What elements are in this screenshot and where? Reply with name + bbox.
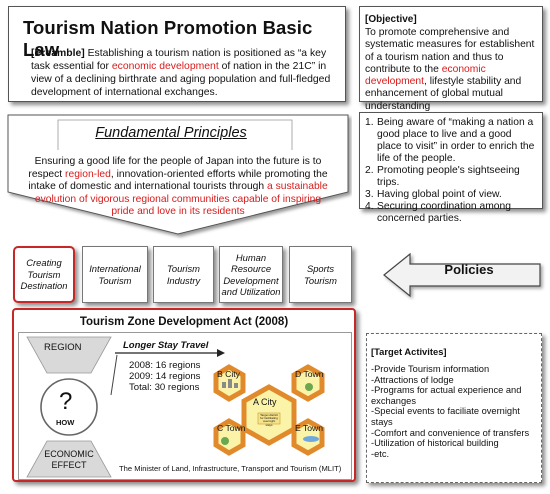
objective-highlight: economic development <box>365 63 486 88</box>
tree-icon <box>305 383 313 391</box>
building-icon <box>222 382 226 388</box>
list-item: -Utilization of historical building <box>371 438 499 449</box>
target-heading: [Target Activites] <box>371 346 447 357</box>
principles-highlight-2: a sustainable evolution of vigorous regi… <box>34 181 328 218</box>
zone-diagram: REGION ? HOW ECONOMIC EFFECT Longer Stay… <box>18 332 352 480</box>
list-number: 1. <box>365 117 374 128</box>
list-text: Having global point of view. <box>377 189 502 200</box>
target-activities-box: [Target Activites] -Provide Tourism info… <box>366 333 542 483</box>
preamble-part1: Establishing a tourism nation is positio… <box>31 48 327 72</box>
lake-icon <box>303 436 319 442</box>
list-item: -Comfort and convenience of transfers <box>371 427 530 438</box>
e-town-label: E Town <box>295 423 324 433</box>
economic-effect-label: ECONOMIC EFFECT <box>44 449 94 470</box>
list-number: 2. <box>365 165 374 176</box>
list-item: -Provide Tourism information <box>371 364 490 374</box>
policy-international-tourism: International Tourism <box>82 246 148 303</box>
list-text: Being aware of “making a nation a good p… <box>377 117 535 164</box>
objective-part2: , lifestyle stability and enhancement of… <box>365 76 522 112</box>
list-number: 3. <box>365 189 374 200</box>
principles-highlight-1: region-led <box>65 168 111 180</box>
target-note-text: Target district for facilitating overnig… <box>260 413 278 427</box>
region-label: REGION <box>44 342 82 353</box>
objective-part1: To promote comprehensive and systematic … <box>365 27 535 75</box>
list-number: 4. <box>365 201 374 212</box>
preamble-label: [Preamble] <box>31 48 85 59</box>
arrow-head-icon <box>217 349 225 357</box>
policy-creating-tourism-destination: Creating Tourism Destination <box>13 246 75 303</box>
zone-title: Tourism Zone Development Act (2008) <box>79 316 289 328</box>
policy-human-resource: Human Resource Development and Utilizati… <box>219 246 283 303</box>
title-frame <box>57 119 293 150</box>
list-text: Promoting people's sightseeing trips. <box>377 165 520 188</box>
list-item: 1.Being aware of “making a nation a good… <box>365 117 538 165</box>
principles-text: Ensuring a good life for the people of J… <box>28 156 328 219</box>
stat-total: Total: 30 regions <box>129 382 200 393</box>
list-item: -Special events to faciliate overnight s… <box>371 406 520 427</box>
policies-label: Policies <box>444 262 494 277</box>
question-mark: ? <box>59 388 73 415</box>
hex-d-town <box>291 364 325 402</box>
principles-part1: Ensuring a good life for the people of J… <box>28 156 322 180</box>
b-city-label: B City <box>217 369 240 379</box>
list-item: -etc. <box>371 448 390 459</box>
list-item: -Programs for actual experience and exch… <box>371 385 522 406</box>
principles-list-box: 1.Being aware of “making a nation a good… <box>359 112 543 224</box>
stat-2009: 2009: 14 regions <box>129 371 201 382</box>
target-note-box <box>257 412 281 425</box>
building-icon <box>234 383 238 388</box>
objective-box: [Objective] To promote comprehensive and… <box>359 6 543 112</box>
region-trapezoid <box>26 336 112 374</box>
preamble-highlight: economic development <box>111 61 219 72</box>
c-town-label: C Town <box>217 423 246 433</box>
tree-icon <box>221 437 229 445</box>
pentagon-shape <box>7 114 349 235</box>
effect-trapezoid <box>26 440 112 478</box>
principles-title: Fundamental Principles <box>95 125 247 141</box>
principles-shape <box>7 114 349 235</box>
building-icon <box>228 379 232 388</box>
hex-cluster <box>213 364 325 456</box>
policy-tourism-industry: Tourism Industry <box>153 246 214 303</box>
list-item: -Attractions of lodge <box>371 374 454 385</box>
list-text: Securing coordination among concerned pa… <box>377 201 511 224</box>
law-title: Tourism Nation Promotion Basic Law <box>23 17 313 60</box>
principles-list: 1.Being aware of “making a nation a good… <box>360 113 542 225</box>
how-circle <box>40 378 98 436</box>
list-item: 3.Having global point of view. <box>365 189 538 201</box>
zone-graphic <box>26 336 325 478</box>
objective-text: To promote comprehensive and systematic … <box>365 27 543 113</box>
list-item: 2.Promoting people's sightseeing trips. <box>365 165 538 189</box>
list-item: 4.Securing coordination among concerned … <box>365 201 538 225</box>
objective-heading: [Objective] <box>365 14 417 25</box>
preamble-text: [Preamble] Establishing a tourism nation… <box>31 47 339 99</box>
a-city-label: A City <box>253 397 277 407</box>
d-town-label: D Town <box>295 369 324 379</box>
left-arrow-icon <box>383 252 541 298</box>
stats-connector <box>110 354 118 396</box>
ministry-label: The Minister of Land, Infrastructure, Tr… <box>119 464 342 473</box>
preamble-part2: of nation in the 21C” in view of a decli… <box>31 61 331 98</box>
law-box: Tourism Nation Promotion Basic Law [Prea… <box>8 6 346 102</box>
tourism-zone-box: Tourism Zone Development Act (2008) <box>12 308 356 482</box>
target-list: -Provide Tourism information -Attraction… <box>371 364 541 459</box>
policy-sports-tourism: Sports Tourism <box>289 246 352 303</box>
principles-part2: , innovation-oriented efforts while prom… <box>28 168 328 193</box>
how-label: HOW <box>56 418 75 427</box>
stat-2008: 2008: 16 regions <box>129 360 201 371</box>
hex-c-town <box>213 418 246 456</box>
longer-stay-label: Longer Stay Travel <box>123 340 209 351</box>
